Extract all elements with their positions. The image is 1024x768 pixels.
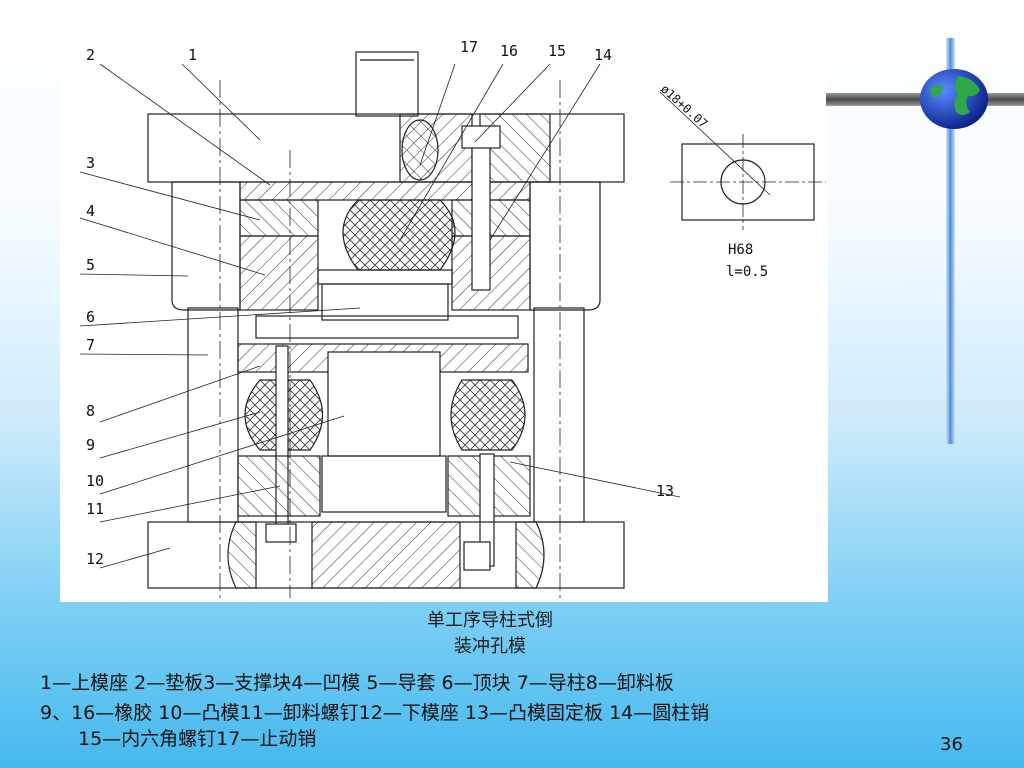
callout-15: 15 (548, 42, 566, 60)
die-assembly-drawing: 2 1 3 4 5 6 7 8 9 10 11 12 13 14 15 16 1… (60, 30, 828, 602)
callout-10: 10 (86, 472, 104, 490)
callout-13: 13 (656, 482, 674, 500)
figure-caption-line1: 单工序导柱式倒 (427, 610, 553, 631)
upper-die-seat (147, 113, 625, 183)
callout-5: 5 (86, 256, 95, 274)
parts-legend-line3: 15—内六角螺钉17—止动销 (78, 728, 317, 750)
detail-fit: H68 (728, 242, 753, 258)
detail-tolerance: ø18+0.07 (658, 82, 710, 131)
detail-length: l=0.5 (726, 264, 768, 280)
callout-14: 14 (594, 46, 612, 64)
decorative-vertical-bar (946, 38, 955, 444)
decorative-bar-right (984, 93, 1024, 106)
parts-legend-line1: 1—上模座 2—垫板3—支撑块4—凹模 5—导套 6—顶块 7—导柱8—卸料板 (40, 672, 674, 694)
callout-11: 11 (86, 500, 104, 518)
callout-16: 16 (500, 42, 518, 60)
callout-2: 2 (86, 46, 95, 64)
callout-3: 3 (86, 154, 95, 172)
decorative-bar (826, 93, 922, 106)
drawing-svg: 2 1 3 4 5 6 7 8 9 10 11 12 13 14 15 16 1… (79, 38, 826, 598)
callout-4: 4 (86, 202, 95, 220)
page-number: 36 (940, 734, 963, 755)
callout-12: 12 (86, 550, 104, 568)
callout-6: 6 (86, 308, 95, 326)
figure-caption-line2: 装冲孔模 (454, 636, 526, 657)
detail-view (659, 91, 826, 230)
callout-17: 17 (460, 38, 478, 56)
callout-1: 1 (188, 46, 197, 64)
shank (355, 51, 419, 117)
globe-icon (920, 69, 988, 129)
parts-legend-line2: 9、16—橡胶 10—凸模11—卸料螺钉12—下模座 13—凸模固定板 14—圆… (40, 702, 710, 724)
callout-8: 8 (86, 402, 95, 420)
callout-9: 9 (86, 436, 95, 454)
callout-7: 7 (86, 336, 95, 354)
